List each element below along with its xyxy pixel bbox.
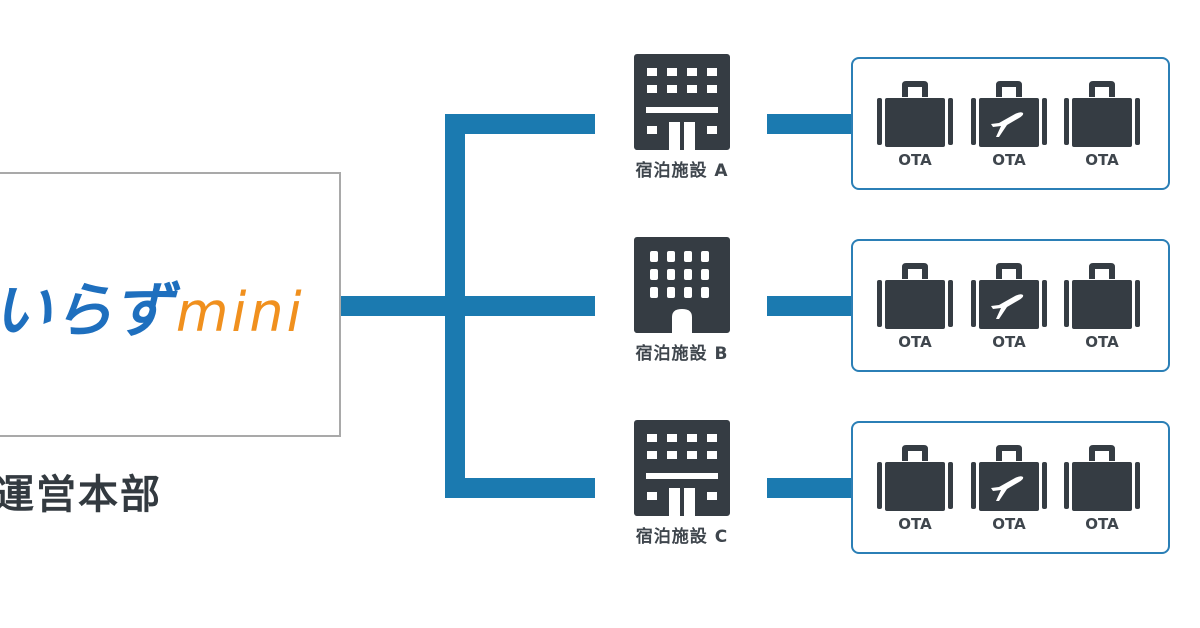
connector-hq-trunk xyxy=(341,296,595,316)
ota-group-b: OTA OTA OTA xyxy=(851,239,1170,372)
facility-a-label: 宿泊施設 A xyxy=(635,161,729,181)
headquarters-box xyxy=(0,172,341,437)
ota-label: OTA xyxy=(1085,515,1119,533)
ota-item: OTA xyxy=(1060,81,1144,169)
connector-facility-a-ota xyxy=(767,114,853,134)
ota-label: OTA xyxy=(992,333,1026,351)
ota-item: OTA xyxy=(967,445,1051,533)
ota-label: OTA xyxy=(898,515,932,533)
suitcase-icon xyxy=(1064,81,1140,147)
irazu-mini-logo: いらずmini xyxy=(0,262,305,346)
connector-facility-c-ota xyxy=(767,478,853,498)
facility-c: 宿泊施設 C xyxy=(617,420,747,547)
ota-item: OTA xyxy=(1060,445,1144,533)
headquarters-label: 運営本部 xyxy=(0,472,162,518)
ota-label: OTA xyxy=(1085,151,1119,169)
ota-label: OTA xyxy=(992,151,1026,169)
logo-mini-text: mini xyxy=(175,281,305,344)
connector-branch-a xyxy=(445,114,595,134)
ota-item: OTA xyxy=(873,81,957,169)
connector-branch-c xyxy=(445,478,595,498)
ota-item: OTA xyxy=(967,81,1051,169)
ota-group-a: OTA OTA OTA xyxy=(851,57,1170,190)
suitcase-icon xyxy=(1064,445,1140,511)
facility-a: 宿泊施設 A xyxy=(617,54,747,181)
logo-japanese-text: いらず xyxy=(0,276,174,346)
facility-b: 宿泊施設 B xyxy=(617,237,747,364)
ota-item: OTA xyxy=(1060,263,1144,351)
suitcase-icon xyxy=(877,263,953,329)
connector-vertical-bus xyxy=(445,114,465,498)
hotel-building-icon xyxy=(634,420,730,516)
suitcase-airplane-icon xyxy=(971,445,1047,511)
ota-item: OTA xyxy=(967,263,1051,351)
suitcase-airplane-icon xyxy=(971,263,1047,329)
facility-c-label: 宿泊施設 C xyxy=(635,527,729,547)
office-building-icon xyxy=(634,237,730,333)
suitcase-icon xyxy=(1064,263,1140,329)
ota-label: OTA xyxy=(898,333,932,351)
hotel-building-icon xyxy=(634,54,730,150)
ota-label: OTA xyxy=(1085,333,1119,351)
ota-item: OTA xyxy=(873,445,957,533)
suitcase-icon xyxy=(877,445,953,511)
suitcase-airplane-icon xyxy=(971,81,1047,147)
suitcase-icon xyxy=(877,81,953,147)
facility-b-label: 宿泊施設 B xyxy=(635,344,729,364)
ota-item: OTA xyxy=(873,263,957,351)
connector-facility-b-ota xyxy=(767,296,853,316)
ota-group-c: OTA OTA OTA xyxy=(851,421,1170,554)
ota-label: OTA xyxy=(898,151,932,169)
ota-label: OTA xyxy=(992,515,1026,533)
